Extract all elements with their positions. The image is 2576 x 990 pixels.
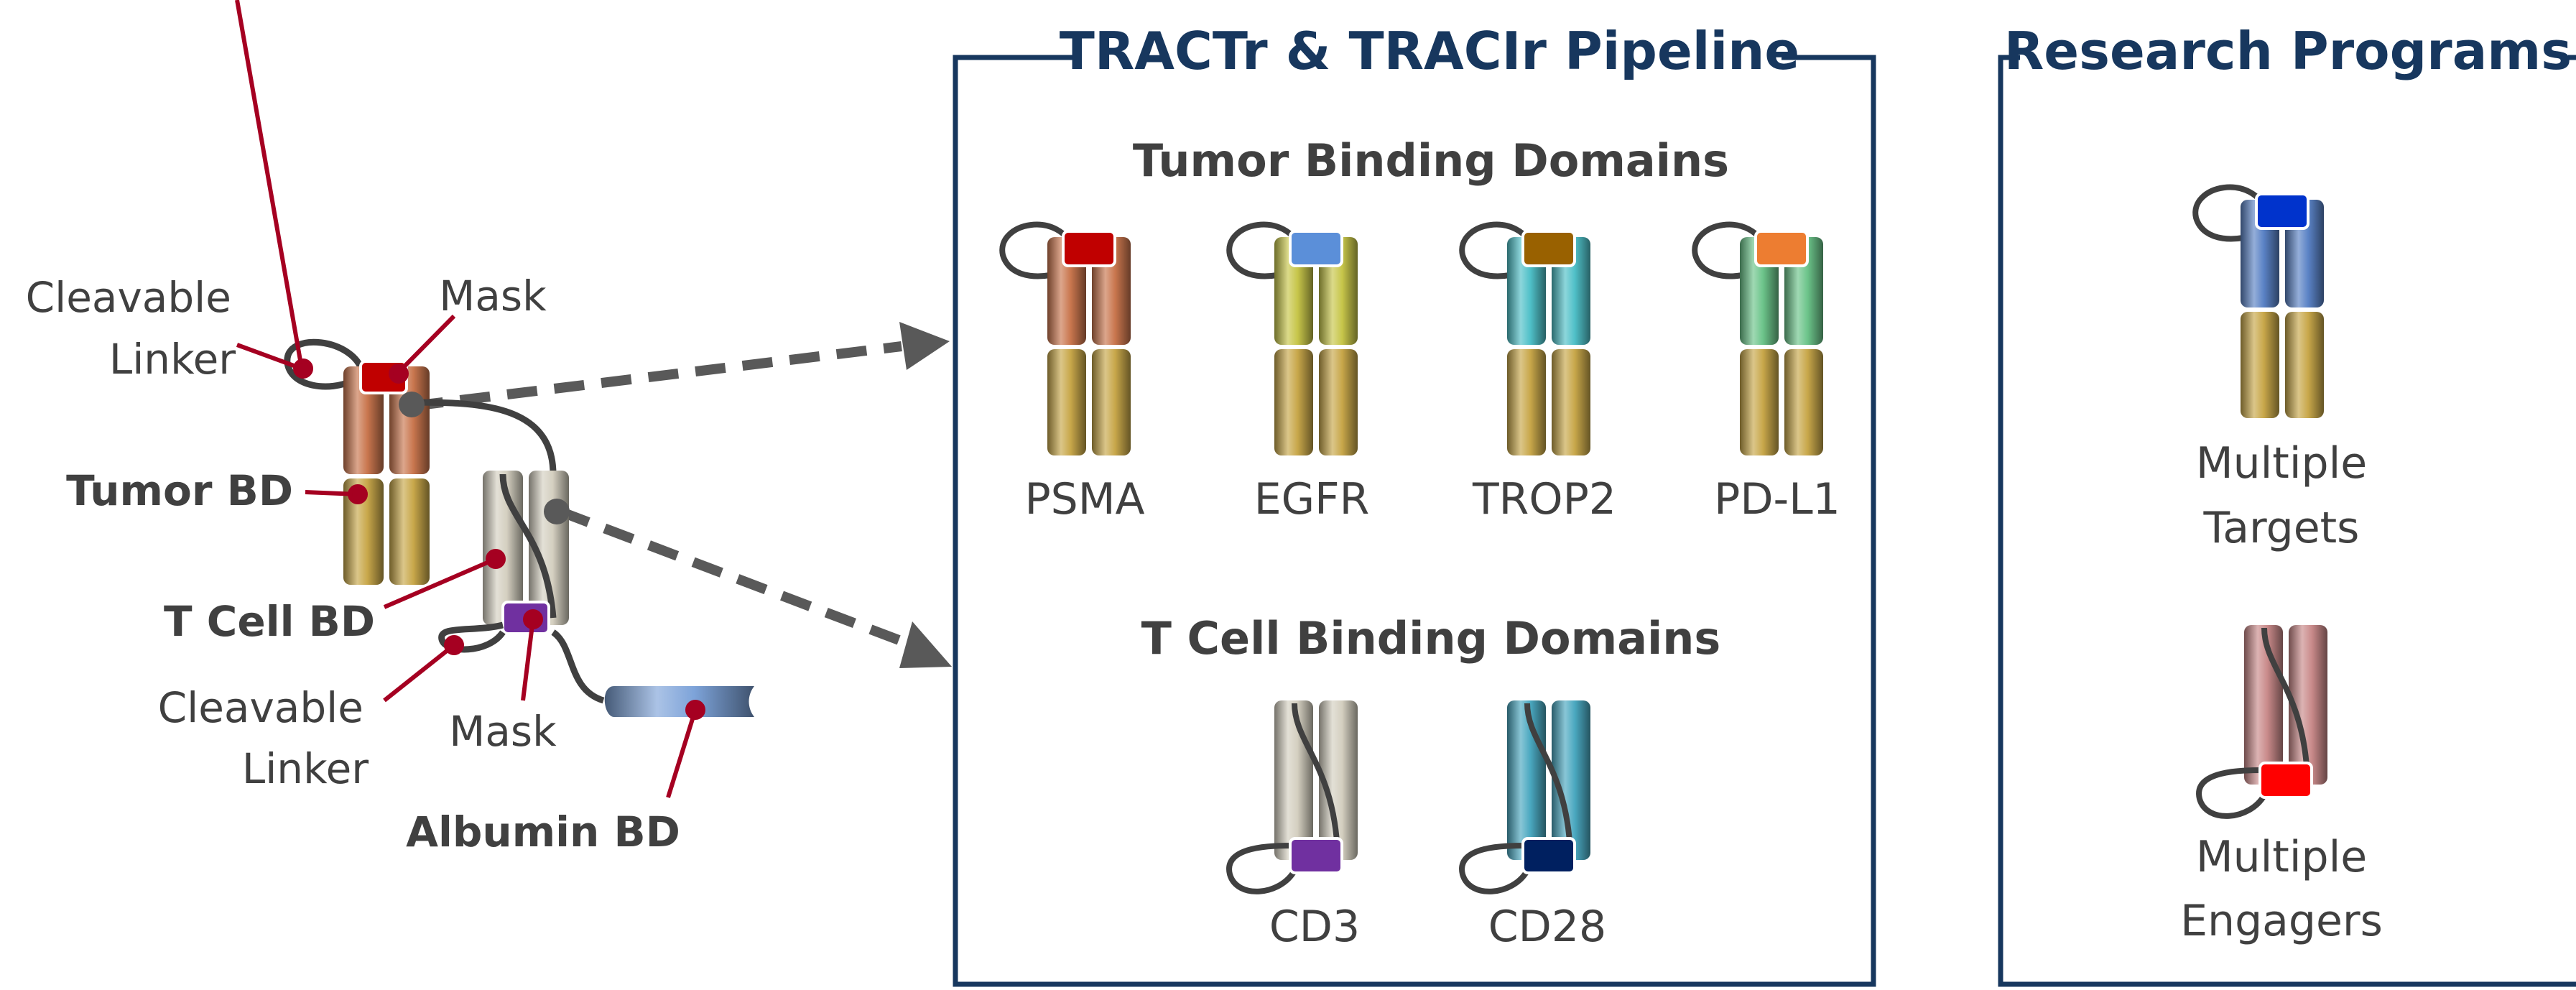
linker-loop bbox=[1459, 843, 1530, 894]
linker-loop bbox=[1459, 221, 1537, 279]
arrow-head-tumor bbox=[899, 322, 950, 370]
research-multiple-engagers-icon bbox=[2196, 625, 2327, 819]
mask-block bbox=[1521, 837, 1576, 874]
albumin-linker bbox=[551, 629, 605, 704]
mask-block bbox=[1289, 837, 1343, 874]
domain-right bbox=[1552, 700, 1590, 860]
tcell-domain-list: CD3 CD28 bbox=[1226, 700, 1606, 952]
linker-loop bbox=[2196, 767, 2267, 819]
mask-block bbox=[1754, 230, 1809, 267]
mask-block bbox=[1521, 230, 1576, 267]
linker-loop bbox=[1226, 221, 1305, 279]
tumor-domain-label: EGFR bbox=[1254, 474, 1370, 524]
domain-left bbox=[1507, 700, 1546, 860]
label-mask-top: Mask bbox=[439, 272, 547, 320]
label-cleavable-linker-top: Cleavable Linker bbox=[26, 273, 245, 384]
research-frame bbox=[1998, 55, 2576, 987]
label-cleavable-linker-bottom: Cleavable Linker bbox=[158, 683, 377, 793]
label-tumor-bd: Tumor BD bbox=[66, 466, 293, 515]
tractr-molecule: Cleavable Linker Mask Tumor BD T Cell BD… bbox=[26, 0, 754, 856]
domain-lower-left bbox=[1740, 349, 1779, 455]
tcell-domain-cd3 bbox=[1226, 700, 1358, 894]
crossing-strand bbox=[2261, 627, 2310, 778]
tcell-domain-cd28 bbox=[1459, 700, 1590, 894]
tumor-domain-list: PSMA EGFR TROP2 PD-L1 bbox=[999, 221, 1840, 524]
domain-left bbox=[2244, 625, 2283, 785]
domain-lower-left bbox=[2241, 312, 2279, 418]
mask-block bbox=[1062, 230, 1116, 267]
domain-lower-left bbox=[1047, 349, 1086, 455]
label-albumin-bd: Albumin BD bbox=[406, 808, 680, 856]
tumor-domain-label: PD-L1 bbox=[1714, 474, 1840, 524]
linker-loop bbox=[1226, 843, 1297, 894]
linker-loop bbox=[1692, 221, 1770, 279]
domain-lower-right bbox=[2285, 312, 2324, 418]
domain-lower-right bbox=[1784, 349, 1823, 455]
domain-lower-right bbox=[1319, 349, 1358, 455]
arrow-to-tcell-domains bbox=[558, 506, 909, 648]
tumor-domain-trop2 bbox=[1459, 221, 1590, 455]
mask-block bbox=[2255, 193, 2309, 230]
arrow-to-tumor-domains bbox=[412, 341, 902, 411]
label-tcell-bd: T Cell BD bbox=[164, 597, 375, 646]
mask-block bbox=[1289, 230, 1343, 267]
tumor-domain-psma bbox=[999, 221, 1131, 455]
tumor-domain-pdl1 bbox=[1692, 221, 1823, 455]
tumor-domain-egfr bbox=[1226, 221, 1358, 455]
tumor-domain-label: TROP2 bbox=[1472, 474, 1616, 524]
tcell-domains-title: T Cell Binding Domains bbox=[1141, 612, 1721, 665]
domain-lower-right bbox=[1552, 349, 1590, 455]
tcell-domain-label: CD3 bbox=[1269, 902, 1360, 952]
linker-loop bbox=[2192, 184, 2271, 242]
domain-right bbox=[2289, 625, 2327, 785]
label-mask-bottom: Mask bbox=[449, 707, 557, 756]
tumor-domain-label: PSMA bbox=[1024, 474, 1144, 524]
pipeline-title: TRACTr & TRACIr Pipeline bbox=[1060, 21, 1800, 81]
molecule-pointers bbox=[235, 0, 705, 798]
domain-lower-right bbox=[1092, 349, 1131, 455]
cleavable-linker-top bbox=[284, 338, 366, 390]
dashed-arrows bbox=[412, 322, 952, 668]
domain-lower-left bbox=[1507, 349, 1546, 455]
linker-loop bbox=[999, 221, 1078, 279]
connector-dot-top bbox=[399, 392, 425, 417]
connector-dot-bottom bbox=[544, 499, 570, 524]
tumor-bd-domain bbox=[343, 366, 430, 585]
crossing-strand bbox=[1524, 703, 1573, 853]
albumin-bd-domain bbox=[604, 686, 754, 717]
tcell-domain-label: CD28 bbox=[1488, 902, 1606, 952]
domain-left bbox=[1274, 700, 1313, 860]
cleavable-linker-bottom bbox=[438, 621, 506, 653]
inter-domain-linker bbox=[409, 399, 557, 475]
pipeline-frame bbox=[953, 55, 1876, 987]
research-title: Research Programs bbox=[2004, 21, 2572, 81]
mask-block bbox=[2258, 762, 2313, 799]
arrow-head-tcell bbox=[899, 621, 952, 668]
research-multiple-targets-icon bbox=[2192, 184, 2324, 418]
domain-right bbox=[1319, 700, 1358, 860]
crossing-strand bbox=[1292, 703, 1340, 853]
domain-lower-left bbox=[1274, 349, 1313, 455]
tumor-domains-title: Tumor Binding Domains bbox=[1133, 134, 1729, 187]
